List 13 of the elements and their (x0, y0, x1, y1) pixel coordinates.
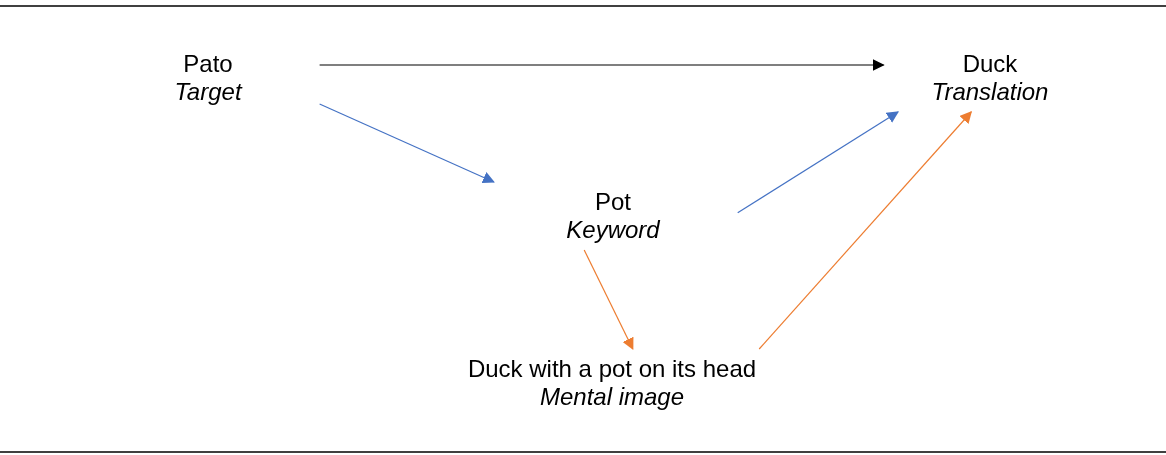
arrow (583, 249, 634, 351)
node-label: Pot (595, 188, 631, 216)
node-label: Duck with a pot on its head (467, 355, 757, 383)
node-label: Pato (183, 50, 233, 78)
node-caption: Translation (931, 78, 1049, 106)
node-caption: Keyword (566, 216, 660, 244)
arrow (737, 111, 899, 214)
arrow (319, 103, 495, 184)
node-caption: Target (174, 78, 242, 106)
arrow (758, 111, 972, 350)
node-label: Duck (962, 50, 1018, 78)
node-caption: Mental image (539, 383, 685, 411)
arrow (319, 59, 885, 71)
